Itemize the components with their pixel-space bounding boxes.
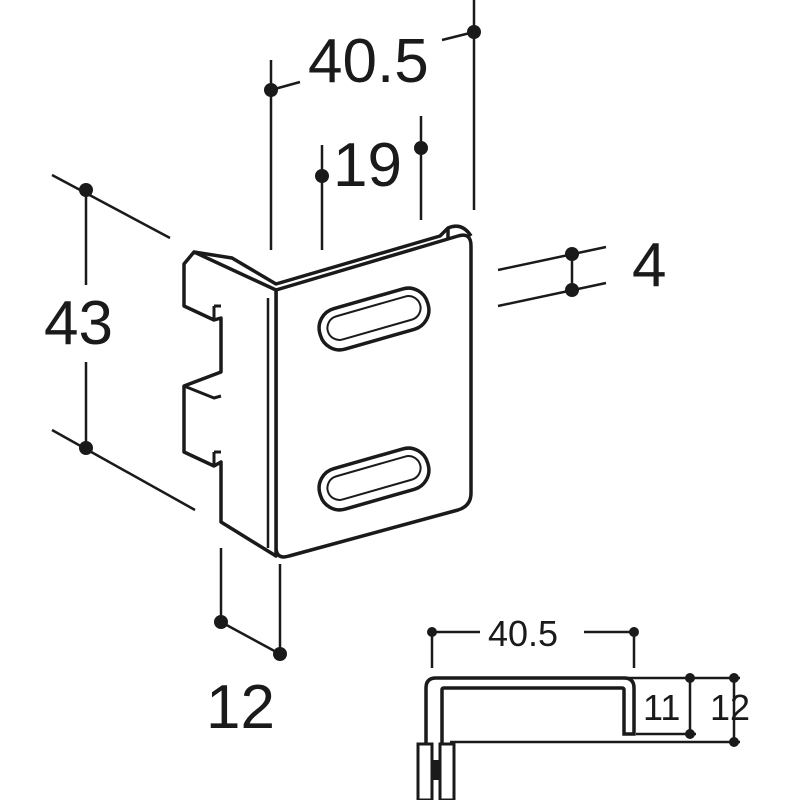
bracket-side-face [182, 250, 278, 558]
section-outer-height-label: 12 [710, 687, 750, 728]
dim-depth-label: 12 [206, 673, 275, 742]
upper-slot-inner [326, 295, 422, 341]
bracket-top-rim [193, 224, 473, 286]
upper-slot [317, 286, 431, 352]
lower-slot-inner [326, 455, 422, 501]
dim-slot-spacing-label: 19 [333, 131, 402, 200]
bracket-tab-notch-lower [183, 384, 222, 466]
dimension-dots [79, 25, 579, 661]
cross-section: 40.5 11 12 [416, 613, 750, 800]
bracket-tab-notch-upper [212, 304, 221, 320]
section-inner-height-label: 11 [643, 687, 680, 728]
lower-slot [317, 446, 431, 512]
section-profile-outer [424, 676, 636, 800]
dim-height-label: 43 [44, 289, 113, 358]
section-wall-left [416, 742, 434, 800]
dim-thickness-label: 4 [632, 231, 666, 300]
section-wall-core [432, 760, 440, 780]
section-wall-right [438, 742, 456, 800]
dim-width-label: 40.5 [308, 27, 429, 96]
section-width-label: 40.5 [488, 613, 558, 654]
bracket-front-face [274, 233, 473, 559]
